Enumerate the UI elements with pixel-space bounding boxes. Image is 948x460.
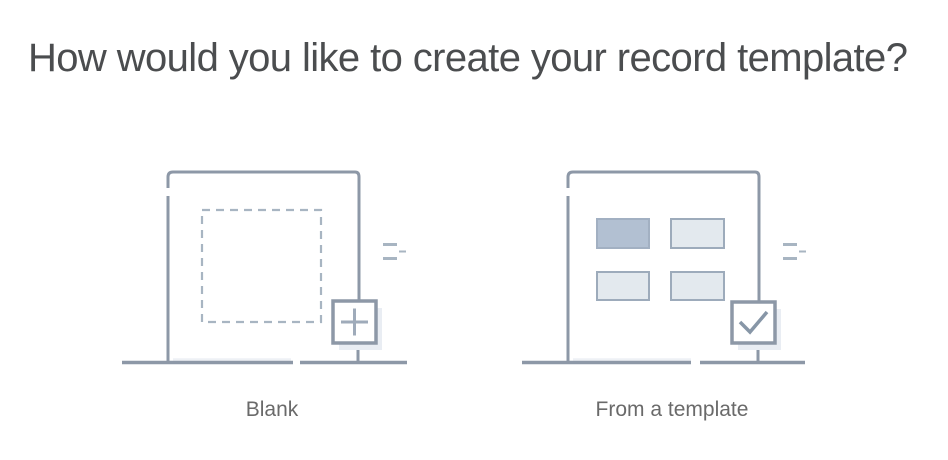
check-icon [730, 300, 781, 350]
option-blank[interactable]: Blank [95, 140, 449, 440]
option-from-template[interactable]: From a template [495, 140, 849, 440]
speed-lines-icon [383, 243, 406, 260]
blank-record-illustration [122, 170, 407, 365]
card-outline [166, 170, 361, 362]
option-label-from-template: From a template [595, 398, 749, 421]
field-blocks [596, 218, 725, 301]
speed-lines-icon [783, 243, 806, 260]
plus-icon [331, 299, 382, 350]
card-outline [566, 170, 761, 362]
page-title: How would you like to create your record… [28, 36, 908, 80]
template-grid-illustration [522, 170, 806, 365]
dashed-placeholder [200, 208, 323, 324]
option-label-blank: Blank [245, 398, 299, 421]
